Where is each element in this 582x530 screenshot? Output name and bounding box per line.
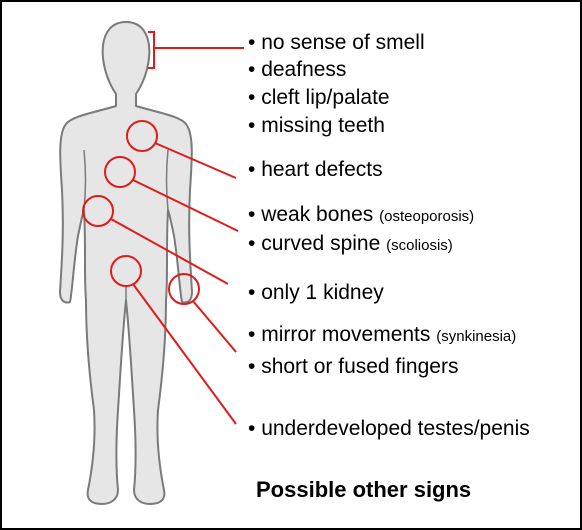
sign-weak-bones: • weak bones (osteoporosis) xyxy=(248,204,474,225)
sign-text: short or fused fingers xyxy=(261,355,458,378)
bullet: • xyxy=(248,232,255,255)
sign-deafness: • deafness xyxy=(248,59,346,80)
bullet: • xyxy=(248,114,255,137)
sign-note: (synkinesia) xyxy=(436,328,516,345)
bullet: • xyxy=(248,158,255,181)
sign-text: only 1 kidney xyxy=(261,281,384,304)
sign-no-sense-of-smell: • no sense of smell xyxy=(248,32,425,53)
bullet: • xyxy=(248,31,255,54)
sign-cleft-lip-palate: • cleft lip/palate xyxy=(248,87,390,108)
sign-text: missing teeth xyxy=(261,114,385,137)
sign-heart-defects: • heart defects xyxy=(248,159,383,180)
sign-short-or-fused-fingers: • short or fused fingers xyxy=(248,356,458,377)
bullet: • xyxy=(248,58,255,81)
sign-text: curved spine xyxy=(261,232,380,255)
sign-text: mirror movements xyxy=(261,323,430,346)
sign-text: no sense of smell xyxy=(261,31,424,54)
sign-text: deafness xyxy=(261,58,346,81)
bullet: • xyxy=(248,86,255,109)
bullet: • xyxy=(248,417,255,440)
sign-only-1-kidney: • only 1 kidney xyxy=(248,282,384,303)
bullet: • xyxy=(248,281,255,304)
sign-text: cleft lip/palate xyxy=(261,86,389,109)
sign-text: weak bones xyxy=(261,203,373,226)
sign-text: underdeveloped testes/penis xyxy=(261,417,530,440)
bullet: • xyxy=(248,203,255,226)
sign-text: heart defects xyxy=(261,158,382,181)
sign-missing-teeth: • missing teeth xyxy=(248,115,385,136)
sign-underdeveloped-testes-penis: • underdeveloped testes/penis xyxy=(248,418,530,439)
bullet: • xyxy=(248,355,255,378)
sign-curved-spine: • curved spine (scoliosis) xyxy=(248,233,453,254)
head-bracket xyxy=(148,32,244,68)
sign-note: (scoliosis) xyxy=(386,237,453,254)
human-body-silhouette xyxy=(60,22,192,504)
bullet: • xyxy=(248,323,255,346)
diagram-caption: Possible other signs xyxy=(256,479,471,501)
sign-mirror-movements: • mirror movements (synkinesia) xyxy=(248,324,516,345)
hand-leader xyxy=(193,301,236,352)
sign-note: (osteoporosis) xyxy=(379,208,474,225)
